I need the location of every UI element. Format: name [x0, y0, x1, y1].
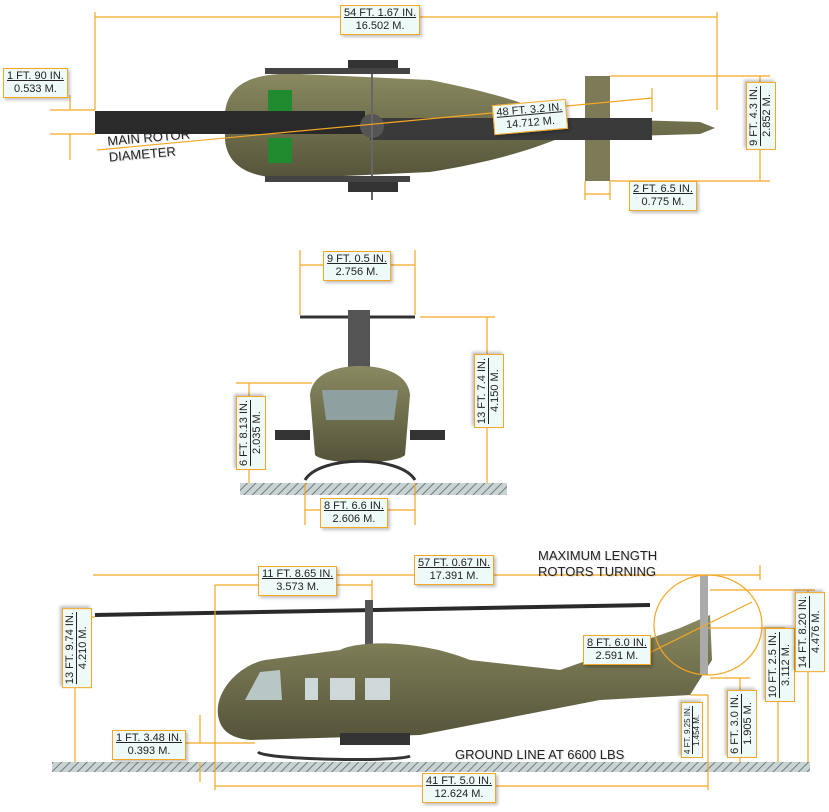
dim-ft: 1 FT. 3.48 IN.	[116, 732, 183, 744]
dim-skid-width-top: 9 FT. 0.5 IN.2.756 M.	[323, 251, 391, 281]
dim-max-length: 57 FT. 0.67 IN.17.391 M.	[414, 555, 495, 585]
dim-ft: 8 FT. 6.0 IN.	[587, 637, 647, 649]
dim-tail-rotor-clearance: 6 FT. 3.0 IN.1.905 M.	[727, 690, 757, 758]
main-rotor-blade-left	[95, 111, 365, 134]
dim-rotor-diameter: 48 FT. 3.2 IN.14.712 M.	[491, 98, 569, 136]
fuselage-side	[217, 615, 712, 740]
tail-rotor	[700, 575, 708, 675]
dim-tail-rotor-hub-height: 10 FT. 2.5 IN.3.112 M.	[765, 628, 795, 703]
note-line: ROTORS TURNING	[538, 564, 656, 579]
dim-m: 17.391 M.	[429, 570, 479, 582]
ground-front	[240, 483, 507, 495]
dim-m: 4.150 M.	[489, 369, 501, 413]
dim-m: 4.476 M.	[810, 610, 822, 654]
dim-fuselage-length: 41 FT. 5.0 IN.12.624 M.	[422, 773, 497, 803]
front-view	[236, 250, 507, 525]
dim-ft: 14 FT. 8.20 IN.	[797, 596, 809, 669]
dim-m: 1.454 M.	[692, 714, 701, 746]
dim-nose-to-mast: 11 FT. 8.65 IN.3.573 M.	[258, 566, 338, 596]
dim-ft: 9 FT. 4.3 IN.	[748, 86, 760, 146]
dim-m: 2.591 M.	[595, 650, 639, 662]
dim-front-height: 13 FT. 7.4 IN.4.150 M.	[474, 354, 504, 429]
top-view	[50, 12, 770, 200]
dim-stabilizer-chord: 2 FT. 6.5 IN.0.775 M.	[629, 181, 697, 211]
dim-tail-rotor-diameter: 8 FT. 6.0 IN.2.591 M.	[583, 635, 651, 665]
dim-ft: 41 FT. 5.0 IN.	[426, 775, 493, 787]
canopy-left	[268, 90, 292, 115]
dim-m: 12.624 M.	[434, 788, 484, 800]
dim-stabilizer-span: 9 FT. 4.3 IN.2.852 M.	[746, 82, 776, 150]
dim-skid-track: 8 FT. 6.6 IN.2.606 M.	[320, 498, 388, 528]
dim-ground-clearance: 1 FT. 3.48 IN.0.393 M.	[112, 730, 187, 760]
dim-m: 16.502 M.	[355, 20, 405, 32]
ground-side	[52, 762, 810, 772]
dim-m: 2.852 M.	[761, 94, 773, 138]
dim-ft: 1 FT. 90 IN.	[7, 70, 64, 82]
dim-ft: 11 FT. 8.65 IN.	[262, 568, 334, 580]
dim-m: 2.035 M.	[251, 411, 263, 455]
canopy-right	[268, 138, 292, 163]
dim-m: 3.573 M.	[276, 581, 320, 593]
dim-ft: 10 FT. 2.5 IN.	[767, 632, 779, 699]
dim-fuselage-height: 6 FT. 8.13 IN.2.035 M.	[236, 396, 266, 471]
dim-ft: 4 FT. 9.25 IN.	[683, 706, 692, 755]
dim-ft: 54 FT. 1.67 IN.	[344, 7, 417, 19]
dim-ft: 13 FT. 9.74 IN.	[64, 612, 76, 685]
skid-side	[256, 750, 411, 761]
dim-m: 3.112 M.	[780, 644, 792, 687]
dim-m: 0.393 M.	[127, 745, 171, 757]
ground-line-note: GROUND LINE AT 6600 LBS	[455, 747, 625, 762]
dim-ft: 6 FT. 8.13 IN.	[238, 400, 250, 467]
dim-m: 2.756 M.	[335, 266, 379, 278]
note-line: MAXIMUM LENGTH	[538, 548, 658, 563]
dim-m: 4.210 M.	[77, 626, 89, 670]
dim-ft: 2 FT. 6.5 IN.	[633, 183, 693, 195]
dim-rotor-height: 13 FT. 9.74 IN.4.210 M.	[62, 608, 92, 689]
dim-m: 2.606 M.	[332, 513, 376, 525]
skids-front	[303, 459, 417, 481]
dim-ft: 13 FT. 7.4 IN.	[476, 358, 488, 425]
dim-m: 0.775 M.	[641, 196, 685, 208]
dim-ft: 9 FT. 0.5 IN.	[327, 253, 387, 265]
dim-ft: 8 FT. 6.6 IN.	[324, 500, 384, 512]
dim-tail-skid-clearance: 4 FT. 9.25 IN.1.454 M.	[681, 702, 703, 759]
dim-blade-chord: 1 FT. 90 IN.0.533 M.	[3, 68, 68, 98]
dim-ft: 57 FT. 0.67 IN.	[418, 557, 491, 569]
dim-ft: 6 FT. 3.0 IN.	[729, 694, 741, 754]
dim-overall-height: 14 FT. 8.20 IN.4.476 M.	[795, 592, 825, 673]
dim-overall-length-top: 54 FT. 1.67 IN.16.502 M.	[340, 5, 421, 35]
dim-m: 0.533 M.	[14, 83, 57, 95]
dim-m: 1.905 M.	[742, 702, 754, 746]
